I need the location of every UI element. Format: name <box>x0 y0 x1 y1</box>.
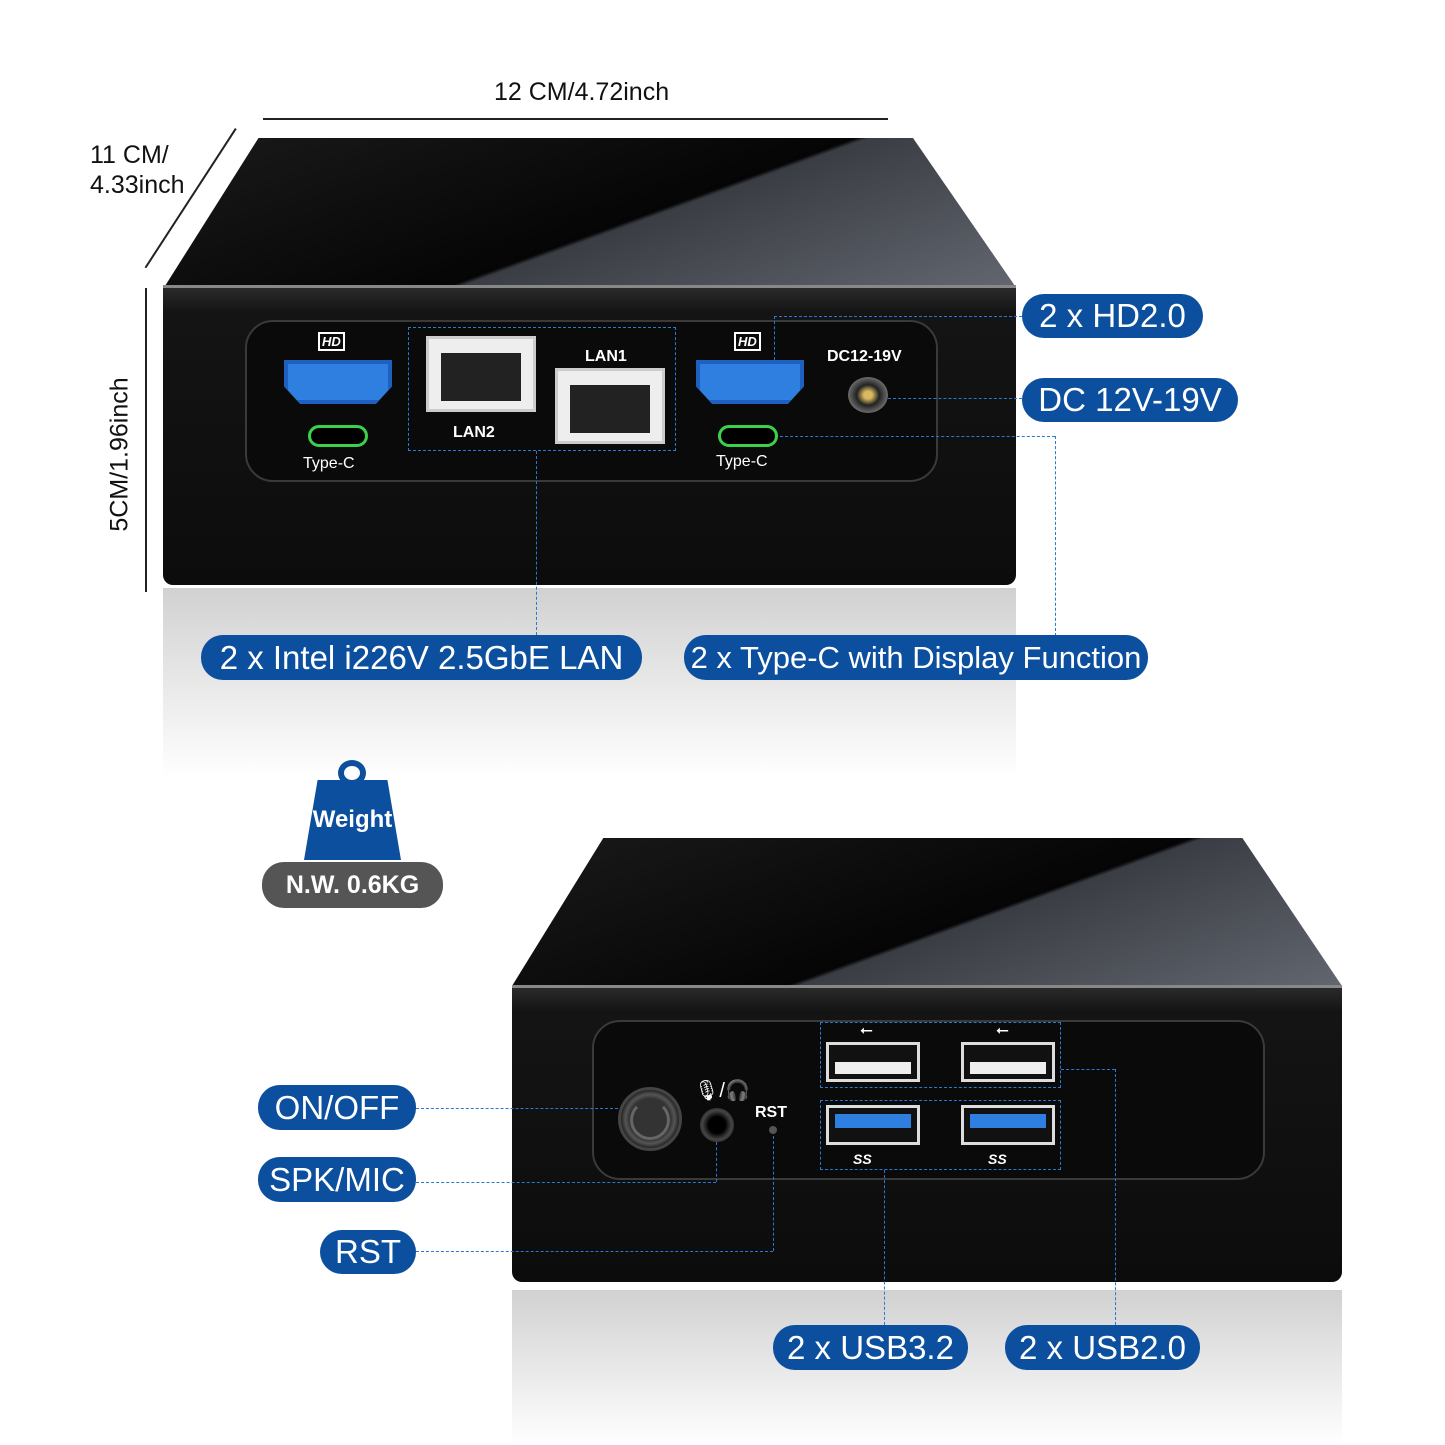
typec-label-1: Type-C <box>303 455 355 472</box>
callout-usb2: 2 x USB2.0 <box>1005 1325 1200 1370</box>
callout-rst: RST <box>320 1230 416 1274</box>
typec-label-2: Type-C <box>716 453 768 470</box>
power-button[interactable] <box>618 1087 682 1151</box>
usb3-port-2 <box>961 1105 1055 1145</box>
callout-typec: 2 x Type-C with Display Function <box>684 635 1148 680</box>
usb3-port-1 <box>826 1105 920 1145</box>
weight-value: N.W. 0.6KG <box>262 862 443 908</box>
device-reflection <box>163 588 1016 778</box>
hd-icon: HD <box>318 332 345 351</box>
height-dimension: 5CM/1.96inch <box>105 377 134 532</box>
height-line <box>145 288 147 592</box>
dc-leader <box>888 398 1022 399</box>
hdmi-port-2 <box>696 360 804 404</box>
power-icon <box>630 1100 670 1140</box>
device-top-lid-rear <box>512 838 1342 986</box>
dc-label: DC12-19V <box>827 348 902 365</box>
depth-line2: 4.33inch <box>90 171 185 199</box>
lan-group-box <box>408 327 676 451</box>
dc-jack <box>848 377 888 413</box>
lan1-label: LAN1 <box>585 348 627 365</box>
typec-port-1 <box>308 425 368 447</box>
usb2-port-2 <box>961 1042 1055 1082</box>
typec-port-2 <box>718 425 778 447</box>
width-dimension: 12 CM/4.72inch <box>494 78 670 106</box>
ss-usb-icon-1: SS <box>853 1151 872 1167</box>
callout-hdmi: 2 x HD2.0 <box>1022 294 1203 338</box>
usb3-leader <box>884 1170 885 1325</box>
headset-icon: 🎙/🎧 <box>694 1080 750 1102</box>
device-top-lid <box>165 138 1015 286</box>
lan2-port <box>426 336 536 412</box>
usb2-port-1 <box>826 1042 920 1082</box>
callout-spkmic: SPK/MIC <box>258 1157 416 1202</box>
spkmic-leader <box>416 1182 716 1183</box>
spkmic-leader-v <box>716 1142 717 1182</box>
audio-jack <box>700 1108 734 1142</box>
callout-usb3: 2 x USB3.2 <box>773 1325 968 1370</box>
width-line <box>263 118 888 120</box>
hdmi-leader <box>774 316 1022 317</box>
lan2-label: LAN2 <box>453 424 495 441</box>
callout-onoff: ON/OFF <box>258 1085 416 1130</box>
lan1-port <box>555 368 665 444</box>
usb2-leader-v <box>1115 1069 1116 1325</box>
depth-dimension: 11 CM/4.33inch <box>90 140 185 200</box>
hdmi-leader-v <box>774 316 775 360</box>
depth-line1: 11 CM/ <box>90 141 169 169</box>
callout-lan: 2 x Intel i226V 2.5GbE LAN <box>201 635 642 680</box>
rst-hole <box>769 1126 777 1134</box>
callout-dc: DC 12V-19V <box>1022 378 1238 422</box>
usb-icon-2: ⭠ <box>996 1022 1009 1039</box>
typec-leader-v <box>1055 436 1056 636</box>
onoff-leader <box>416 1108 618 1109</box>
hd-icon-2: HD <box>734 332 761 351</box>
weight-icon: Weight <box>304 780 401 860</box>
rst-leader <box>416 1251 773 1252</box>
usb2-group-box <box>820 1022 1061 1088</box>
lan-leader <box>536 451 537 635</box>
hdmi-port-1 <box>284 360 392 404</box>
typec-leader <box>780 436 1055 437</box>
ss-usb-icon-2: SS <box>988 1151 1007 1167</box>
usb-icon: ⭠ <box>860 1022 873 1039</box>
rst-port-label: RST <box>755 1104 787 1121</box>
usb2-leader <box>1061 1069 1115 1070</box>
usb3-group-box <box>820 1100 1061 1170</box>
rst-leader-v <box>773 1136 774 1251</box>
